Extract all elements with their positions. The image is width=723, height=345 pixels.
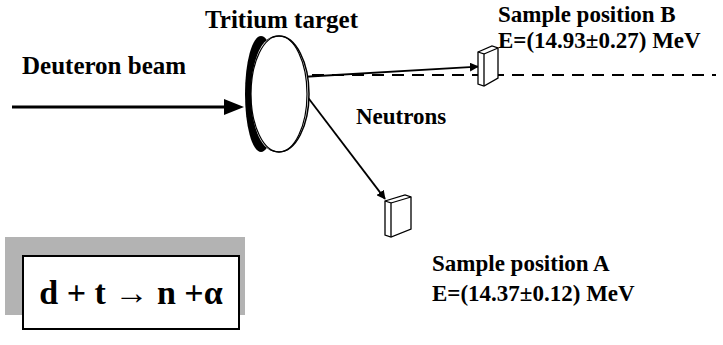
position-label: Sample position B [498,2,676,27]
target-disk [243,35,313,153]
reaction-equation: d + t → n +α [39,274,222,311]
beam-arrow-shaft [12,106,226,109]
tritium-target: Tritium target [243,35,313,153]
box-shadow [5,237,245,315]
neutron-arrow [293,67,478,78]
beam-axis [312,74,716,76]
sample-plate: Sample position AE=(14.37±0.12) MeV [385,195,411,237]
beam-arrow-head [224,99,244,115]
sample-plate: Sample position BE=(14.93±0.27) MeV [478,46,498,86]
energy-value: E=(14.37±0.12) MeV [432,281,635,306]
position-label: Tritium target [205,6,358,34]
sample-slab [478,46,498,86]
beam-label: Deuteron beam [22,52,186,80]
sample-slab [385,195,411,237]
neutrons-label: Neutrons [356,104,446,129]
position-label: Sample position A [432,251,610,276]
energy-value: E=(14.93±0.27) MeV [498,28,701,53]
reaction-box: d + t → n +α [22,255,240,330]
